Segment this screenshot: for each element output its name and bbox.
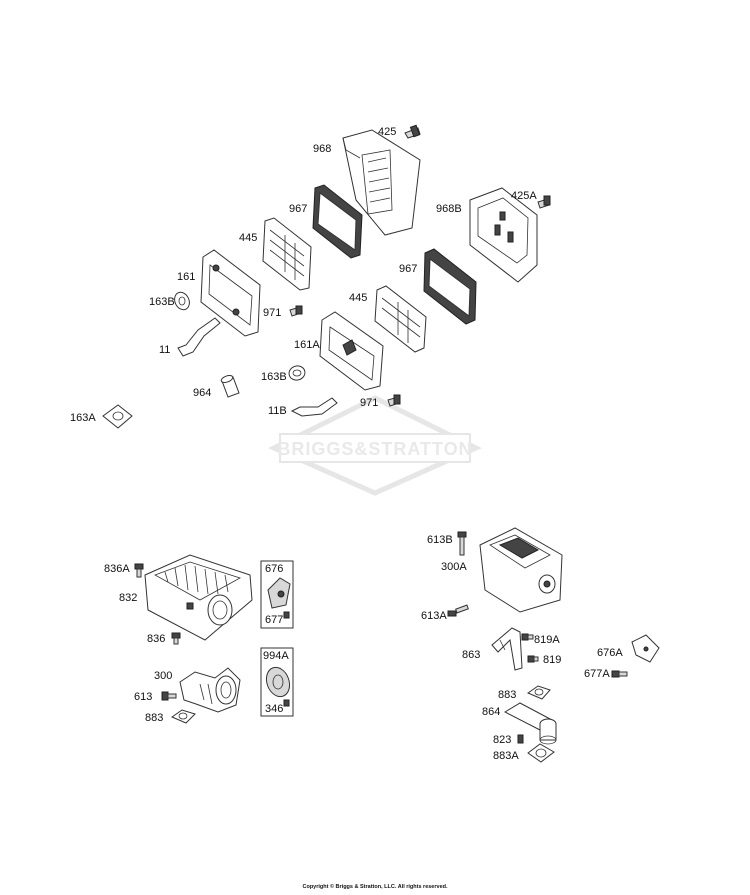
part-445-air-filter-lower[interactable]: [374, 285, 427, 353]
callout-11B: 11B: [268, 405, 287, 417]
part-11-breather-tube[interactable]: [177, 317, 221, 357]
briggs-stratton-watermark-logo: BRIGGS&STRATTON: [268, 395, 482, 496]
callout-819: 819: [543, 654, 561, 666]
part-971-screw-upper[interactable]: [289, 305, 303, 317]
callout-836A: 836A: [104, 563, 130, 575]
part-819A-screw[interactable]: [521, 633, 534, 641]
callout-300: 300: [154, 670, 172, 682]
part-425-screw[interactable]: [404, 124, 421, 139]
callout-676: 676: [265, 563, 283, 575]
callout-613: 613: [134, 691, 152, 703]
part-425A-screw[interactable]: [537, 195, 551, 209]
part-832-muffler-guard[interactable]: [144, 554, 253, 641]
part-864-exhaust-adapter[interactable]: [503, 702, 557, 745]
callout-883-left: 883: [145, 712, 163, 724]
callout-445-lower: 445: [349, 292, 367, 304]
callout-819A: 819A: [534, 634, 560, 646]
watermark-text: BRIGGS&STRATTON: [277, 439, 472, 459]
callout-994A: 994A: [263, 650, 289, 662]
callout-613A: 613A: [421, 610, 447, 622]
part-613B-screw[interactable]: [457, 531, 467, 556]
part-300-muffler[interactable]: [179, 667, 241, 713]
part-968B-air-cleaner-cover[interactable]: [469, 187, 538, 283]
part-967-pre-cleaner-lower[interactable]: [423, 248, 477, 325]
part-163A-gasket[interactable]: [102, 404, 133, 429]
callout-613B: 613B: [427, 534, 453, 546]
part-883A-gasket[interactable]: [527, 743, 555, 763]
part-964-spacer[interactable]: [220, 374, 240, 398]
part-163B-gasket-upper[interactable]: [172, 290, 192, 312]
callout-968B: 968B: [436, 203, 462, 215]
part-967-pre-cleaner-upper[interactable]: [312, 184, 363, 259]
callout-163B-lower: 163B: [261, 371, 287, 383]
part-971-screw-lower[interactable]: [387, 394, 401, 407]
callout-967-upper: 967: [289, 203, 307, 215]
callout-161A: 161A: [294, 339, 320, 351]
callout-971-upper: 971: [263, 307, 281, 319]
part-819-screw[interactable]: [527, 655, 539, 663]
part-823-screw[interactable]: [517, 734, 524, 744]
part-883-gasket-right[interactable]: [526, 685, 551, 700]
part-883-gasket-left[interactable]: [170, 709, 196, 724]
part-613-screw[interactable]: [161, 691, 177, 701]
part-445-air-filter-upper[interactable]: [262, 217, 312, 291]
part-613A-screw[interactable]: [447, 604, 469, 617]
callout-425A: 425A: [511, 190, 537, 202]
callout-967-lower: 967: [399, 263, 417, 275]
part-836-screw[interactable]: [171, 632, 181, 645]
part-863-muffler-bracket[interactable]: [491, 627, 523, 671]
part-676-spark-arrestor-kit-frame[interactable]: [260, 560, 294, 629]
callout-883-right: 883: [498, 689, 516, 701]
callout-677A: 677A: [584, 668, 610, 680]
callout-300A: 300A: [441, 561, 467, 573]
callout-832: 832: [119, 592, 137, 604]
callout-676A: 676A: [597, 647, 623, 659]
part-836A-screw[interactable]: [134, 563, 144, 578]
callout-968: 968: [313, 143, 331, 155]
callout-425: 425: [378, 126, 396, 138]
callout-864: 864: [482, 706, 500, 718]
part-11B-breather-tube[interactable]: [290, 397, 338, 417]
callout-836: 836: [147, 633, 165, 645]
part-994A-spark-arrestor-kit-frame[interactable]: [260, 647, 294, 717]
callout-964: 964: [193, 387, 211, 399]
callout-445-upper: 445: [239, 232, 257, 244]
callout-823: 823: [493, 734, 511, 746]
callout-971-lower: 971: [360, 397, 378, 409]
callout-863: 863: [462, 649, 480, 661]
part-676A-muffler-deflector[interactable]: [631, 634, 660, 663]
callout-883A: 883A: [493, 750, 519, 762]
callout-163B-upper: 163B: [149, 296, 175, 308]
part-161A-air-cleaner-base-lower[interactable]: [319, 311, 384, 391]
callout-346: 346: [265, 703, 283, 715]
callout-161: 161: [177, 271, 195, 283]
callout-677: 677: [265, 614, 283, 626]
part-300A-muffler[interactable]: [479, 527, 563, 613]
part-163B-gasket-lower[interactable]: [287, 364, 306, 382]
callout-11: 11: [159, 344, 170, 356]
part-161-air-cleaner-base-upper[interactable]: [200, 249, 261, 337]
callout-163A: 163A: [70, 412, 96, 424]
part-677A-screw[interactable]: [611, 670, 628, 678]
part-968-air-cleaner-cover[interactable]: [342, 129, 421, 236]
copyright-footer: Copyright © Briggs & Stratton, LLC. All …: [302, 884, 448, 890]
